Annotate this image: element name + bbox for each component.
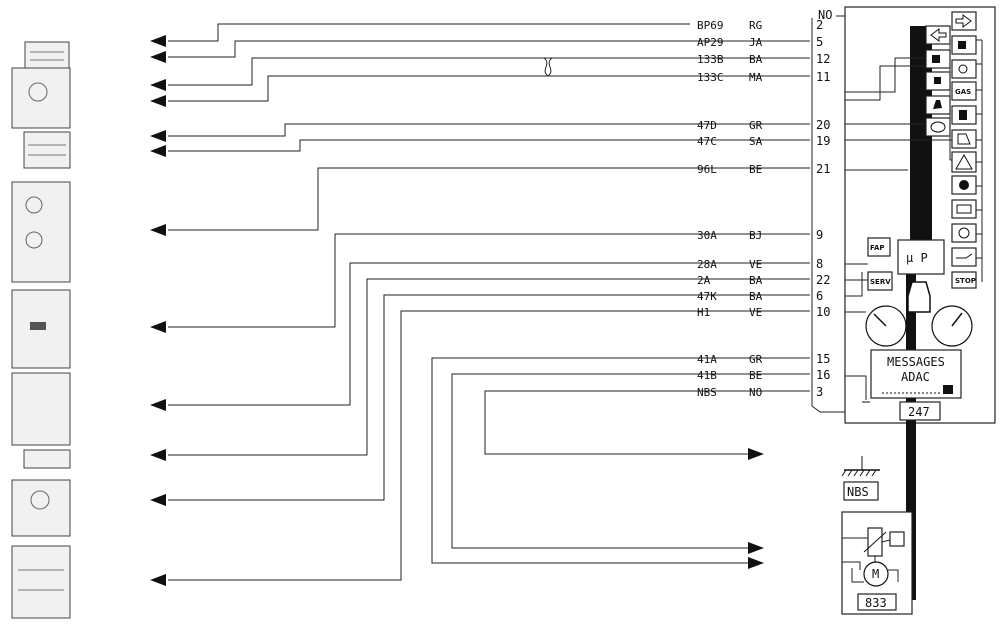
wire-code: 133B [697, 53, 724, 66]
wire-code: 47C [697, 135, 717, 148]
wire-color: BE [749, 369, 762, 382]
wire-color: BE [749, 163, 762, 176]
harness-bundle [906, 26, 932, 600]
sensor-box [889, 531, 905, 547]
pin-number: 12 [816, 52, 830, 66]
wire-color: RG [749, 19, 762, 32]
module-id: 247 [908, 405, 930, 419]
pin-number: 16 [816, 368, 830, 382]
pin-number: 2 [816, 18, 823, 32]
wire-code: 30A [697, 229, 717, 242]
arrow-right-icon [951, 11, 977, 31]
cpu-label: μ P [906, 251, 928, 265]
motor-label: M [872, 567, 879, 581]
door-icon [951, 129, 977, 149]
wire-code: 2A [697, 274, 711, 287]
connector-color-code: NO [818, 8, 832, 22]
wire-code: 41B [697, 369, 717, 382]
wire-color: BA [749, 274, 763, 287]
display-line1: MESSAGES [887, 355, 945, 369]
wire-routes [168, 23, 810, 581]
motor-icon [863, 561, 889, 587]
wire-color: GR [749, 353, 763, 366]
ground-label-box [843, 481, 879, 501]
pin-number: 11 [816, 70, 830, 84]
microprocessor-block [897, 239, 945, 275]
motor-module: M 833 [841, 511, 913, 615]
oil-icon [951, 247, 977, 267]
wire-code: 47D [697, 119, 717, 132]
pin-number: 9 [816, 228, 823, 242]
pin-number: 15 [816, 352, 830, 366]
wire-color: VE [749, 258, 762, 271]
wire-code: AP29 [697, 36, 724, 49]
pin-number: 8 [816, 257, 823, 271]
wire-color: VE [749, 306, 762, 319]
wire-label-rows: BP69 RG 2 AP29 JA 5 133B BA 12 133C MA 1… [690, 15, 830, 399]
arrow-left-icon [925, 25, 951, 45]
stop-icon [951, 271, 977, 289]
wire-code: 133C [697, 71, 724, 84]
gas-label: GAS [955, 88, 971, 96]
wire-code: H1 [697, 306, 710, 319]
wire-arrowheads [150, 35, 764, 586]
serv-label: SERV [870, 278, 891, 286]
motor-id: 833 [865, 596, 887, 610]
wire-code: BP69 [697, 19, 724, 32]
wire-code: 96L [697, 163, 717, 176]
wire-code: 28A [697, 258, 717, 271]
instrument-cluster-module: GAS STOP μ P FAP SERV [844, 6, 996, 600]
wire-color: MA [749, 71, 763, 84]
pin-number: 20 [816, 118, 830, 132]
rear-fog-icon [951, 59, 977, 79]
pin-number: 19 [816, 134, 830, 148]
fap-indicator [867, 237, 891, 257]
motor-id-box [857, 593, 897, 611]
module-id-box [899, 401, 941, 421]
wire-color: GR [749, 119, 763, 132]
pin-number: 3 [816, 385, 823, 399]
pin-number: 5 [816, 35, 823, 49]
wire-color: BA [749, 290, 763, 303]
pin-number: 21 [816, 162, 830, 176]
stop-label: STOP [955, 277, 976, 285]
gas-icon [951, 81, 977, 101]
connector-outline [811, 18, 845, 413]
pin-number: 6 [816, 289, 823, 303]
ground-symbol: NBS [841, 456, 880, 501]
wire-code: 47K [697, 290, 717, 303]
pin-number: 22 [816, 273, 830, 287]
wire-color: BA [749, 53, 763, 66]
steering-icon [925, 117, 951, 137]
display-line2: ADAC [901, 370, 930, 384]
wire-color: SA [749, 135, 763, 148]
wire-code: NBS [697, 386, 717, 399]
wire-color: BJ [749, 229, 762, 242]
service-indicator [867, 271, 893, 291]
wire-color: JA [749, 36, 763, 49]
battery-icon [951, 199, 977, 219]
wire-color: NO [749, 386, 762, 399]
reference-thumbnails [11, 41, 71, 619]
car-icon [907, 281, 931, 313]
ground-label: NBS [847, 485, 869, 499]
power-icon [951, 223, 977, 243]
pin-number: 10 [816, 305, 830, 319]
wire-code: 41A [697, 353, 717, 366]
fap-label: FAP [870, 244, 885, 252]
